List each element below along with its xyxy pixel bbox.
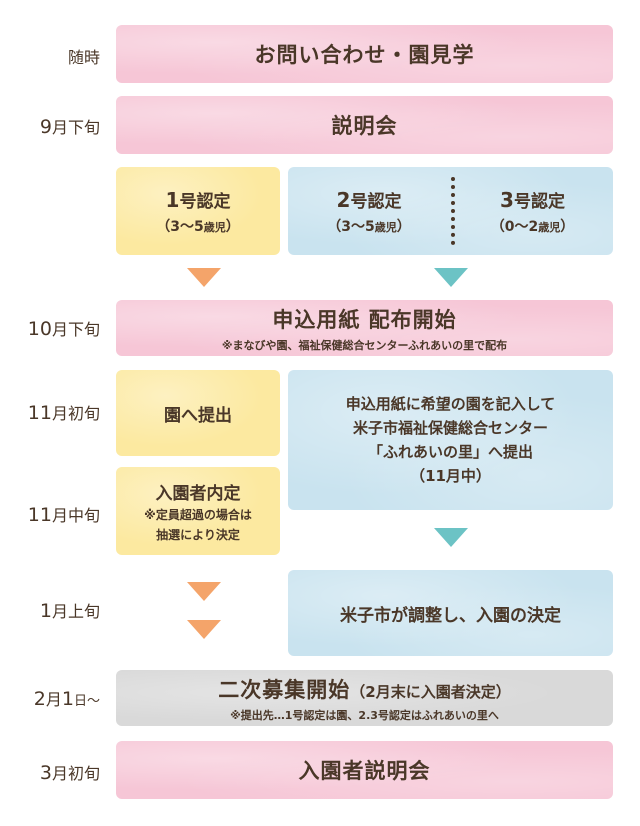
cert-age: （0〜2歳児） xyxy=(490,218,575,235)
timeline-label-text: 月 xyxy=(45,690,62,709)
step-title: 入園者内定 xyxy=(155,483,241,504)
cert-2-area: 2号認定 （3〜5歳児） xyxy=(288,167,450,255)
timeline-label-text: 月初旬 xyxy=(51,764,100,783)
arrow-down-icon xyxy=(434,528,468,547)
cert-age: （3〜5歳児） xyxy=(156,218,240,235)
cert-age: （3〜5歳児） xyxy=(327,218,411,235)
timeline-label-num: 11 xyxy=(27,402,52,424)
cert-1-box: 1号認定 （3〜5歳児） xyxy=(116,167,280,255)
timeline-label-text: 随時 xyxy=(67,48,100,67)
timeline-label-num: 2 xyxy=(33,688,46,710)
timeline-label-anytime: 随時 xyxy=(0,44,112,68)
cert-title: 3号認定 xyxy=(500,187,565,212)
step-line: 「ふれあいの里」へ提出 xyxy=(367,443,533,461)
timeline-label-text: 月初旬 xyxy=(51,404,100,423)
timeline-label-text: 月中旬 xyxy=(51,506,100,525)
timeline-label-text: 月下旬 xyxy=(51,320,100,339)
step-title: お問い合わせ・園見学 xyxy=(254,43,475,67)
step-title: 米子市が調整し、入園の決定 xyxy=(340,605,561,626)
timeline-label-num: 1 xyxy=(61,688,74,710)
timeline-label-mar-early: 3月初旬 xyxy=(0,760,112,784)
step-note: ※提出先…1号認定は園、2.3号認定はふれあいの里へ xyxy=(230,708,499,722)
arrow-down-icon xyxy=(187,620,221,639)
arrow-down-icon xyxy=(187,268,221,287)
timeline-label-jan-early: 1月上旬 xyxy=(0,598,112,622)
timeline-label-oct-late: 10月下旬 xyxy=(0,316,112,340)
step-title: 入園者説明会 xyxy=(298,759,431,783)
cert-divider xyxy=(451,177,455,245)
step-submit-kindergarten: 園へ提出 xyxy=(116,370,280,456)
timeline-label-text: 月上旬 xyxy=(51,602,100,621)
timeline-label-num: 9 xyxy=(39,116,52,138)
step-city-decision: 米子市が調整し、入園の決定 xyxy=(288,570,613,656)
timeline-label-feb-1: 2月1日〜 xyxy=(0,686,112,710)
step-title: 説明会 xyxy=(331,114,398,138)
step-orientation: 入園者説明会 xyxy=(116,741,613,799)
timeline-label-sep-late: 9月下旬 xyxy=(0,114,112,138)
timeline-label-nov-early: 11月初旬 xyxy=(0,400,112,424)
step-note: ※まなびや園、福祉保健総合センターふれあいの里で配布 xyxy=(221,338,508,352)
step-title: 二次募集開始（2月末に入園者決定） xyxy=(218,677,511,702)
step-line: 米子市福祉保健総合センター xyxy=(352,419,548,437)
timeline-label-text: 日〜 xyxy=(73,694,100,709)
timeline-label-text: 月下旬 xyxy=(51,118,100,137)
step-admission-decision: 入園者内定 ※定員超過の場合は 抽選により決定 xyxy=(116,467,280,555)
timeline-label-num: 11 xyxy=(27,504,52,526)
step-line: 申込用紙に希望の園を記入して xyxy=(345,395,556,413)
step-submit-center: 申込用紙に希望の園を記入して 米子市福祉保健総合センター 「ふれあいの里」へ提出… xyxy=(288,370,613,510)
timeline-label-num: 10 xyxy=(27,318,52,340)
step-briefing: 説明会 xyxy=(116,96,613,154)
step-inquiry: お問い合わせ・園見学 xyxy=(116,25,613,83)
cert-3-area: 3号認定 （0〜2歳児） xyxy=(452,167,613,255)
step-line: （11月中） xyxy=(410,467,491,485)
cert-title: 2号認定 xyxy=(336,187,402,212)
timeline-label-num: 1 xyxy=(39,600,52,622)
step-form-distribution: 申込用紙 配布開始 ※まなびや園、福祉保健総合センターふれあいの里で配布 xyxy=(116,300,613,356)
step-title: 園へ提出 xyxy=(164,405,232,426)
arrow-down-icon xyxy=(187,582,221,601)
step-title: 申込用紙 配布開始 xyxy=(272,307,457,332)
cert-2-3-box xyxy=(288,167,613,255)
step-second-recruitment: 二次募集開始（2月末に入園者決定） ※提出先…1号認定は園、2.3号認定はふれあ… xyxy=(116,670,613,726)
step-note: ※定員超過の場合は xyxy=(144,507,252,522)
cert-title: 1号認定 xyxy=(165,187,231,212)
step-note: 抽選により決定 xyxy=(156,527,240,542)
arrow-down-icon xyxy=(434,268,468,287)
timeline-label-nov-mid: 11月中旬 xyxy=(0,502,112,526)
timeline-label-num: 3 xyxy=(39,762,52,784)
